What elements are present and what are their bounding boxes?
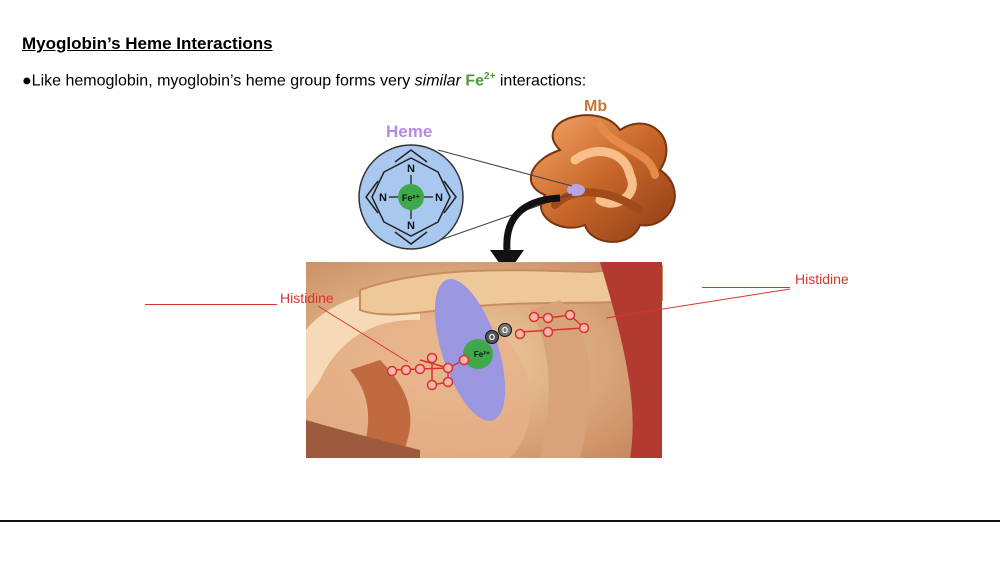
oxygen-molecule: O O (485, 323, 512, 344)
oxygen-1-label: O (489, 333, 495, 342)
n-left-label: N (379, 192, 387, 204)
his-right-leader (605, 288, 791, 319)
histidine-right-molecule (514, 309, 590, 340)
label-histidine-left: Histidine (280, 290, 334, 306)
bullet-suffix: interactions: (495, 72, 587, 90)
myoglobin-protein (529, 114, 676, 243)
bullet-prefix: ●Like hemoglobin, myoglobin’s heme group… (22, 72, 415, 90)
oxygen-2-label: O (502, 326, 508, 335)
fe-charge: 2+ (484, 71, 496, 82)
fe-symbol: Fe (465, 72, 485, 90)
heme-structure: Fe²⁺ N N N N (358, 144, 464, 250)
blank-line-right (702, 287, 790, 288)
label-histidine-right: Histidine (795, 271, 849, 287)
n-bottom-label: N (407, 220, 415, 232)
bottom-rule (0, 520, 1000, 522)
his-left-leader (317, 305, 409, 363)
iron-atom (463, 339, 493, 369)
bullet-text: ●Like hemoglobin, myoglobin’s heme group… (22, 71, 586, 90)
heme-iron-label: Fe²⁺ (402, 193, 421, 203)
blank-line-left (145, 304, 277, 305)
histidine-left-molecule (386, 352, 470, 391)
label-mb: Mb (584, 98, 608, 115)
iron-label: Fe²⁺ (474, 350, 490, 359)
n-top-label: N (407, 163, 415, 175)
label-heme: Heme (386, 122, 433, 141)
heme-site (567, 184, 585, 196)
n-right-label: N (435, 192, 443, 204)
zoom-line-top (437, 149, 573, 187)
bullet-italic: similar (414, 72, 461, 90)
slide-title: Myoglobin’s Heme Interactions (22, 34, 273, 53)
binding-pocket: Fe²⁺ (306, 262, 663, 458)
